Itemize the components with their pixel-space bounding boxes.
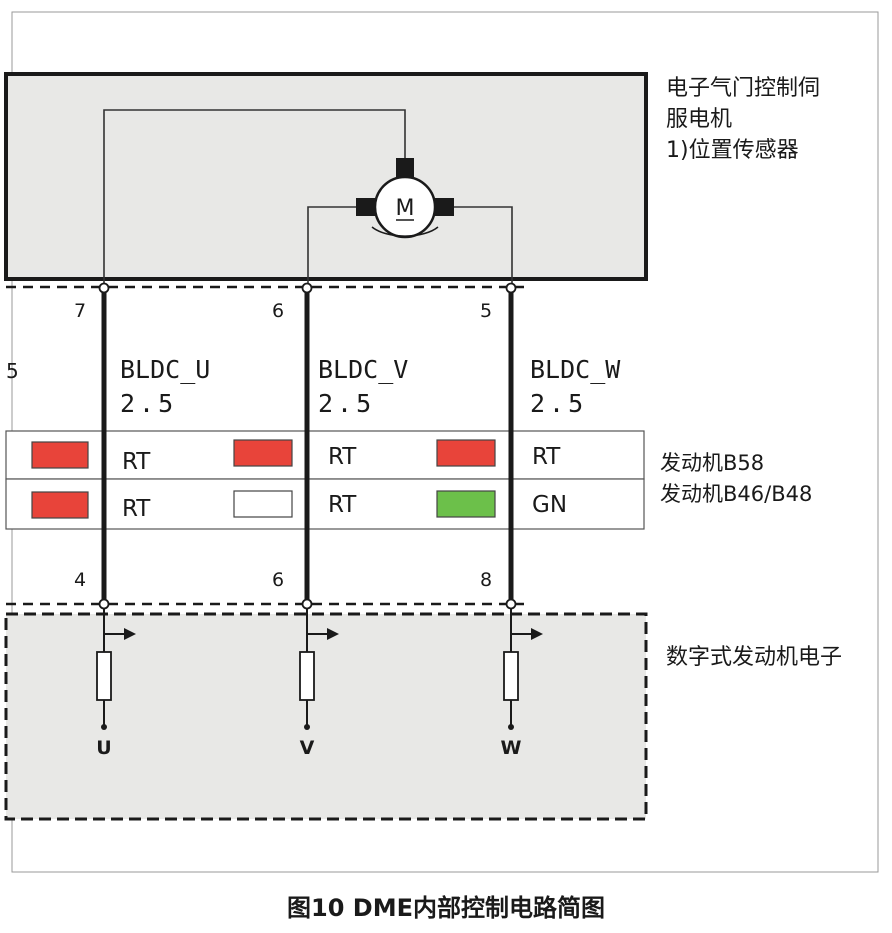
bottom-pin-u: 4 <box>74 569 86 591</box>
bottom-pin-v: 6 <box>272 569 284 591</box>
swatch-v-b46 <box>233 490 293 518</box>
resistor-u <box>96 651 112 701</box>
wire-name-w: BLDC_W <box>530 355 621 384</box>
wire-color-u-b58: RT <box>122 449 151 475</box>
resistor-v <box>299 651 315 701</box>
figure-caption: 图10 DME内部控制电路简图 <box>287 894 605 922</box>
bottom-pin-w: 8 <box>480 569 492 591</box>
engine-row-b46-label: 发动机B46/B48 <box>660 482 812 506</box>
harness-wires <box>101 287 514 604</box>
wire-color-u-b46: RT <box>122 496 151 522</box>
wire-size-u: 2.5 <box>120 389 177 418</box>
motor-symbol-label: M <box>396 196 415 221</box>
resistor-w <box>503 651 519 701</box>
pin-top-u <box>98 282 110 294</box>
motor-top-terminal <box>396 158 414 178</box>
motor-right-terminal <box>434 198 454 216</box>
pin-top-w <box>505 282 517 294</box>
wire-color-w-b58: RT <box>532 444 561 470</box>
wire-color-v-b58: RT <box>328 444 357 470</box>
left-swatch-b46 <box>31 491 89 519</box>
pin-bottom-u <box>98 598 110 610</box>
left-swatch-b58 <box>31 441 89 469</box>
swatch-w-b46 <box>436 490 496 518</box>
wire-name-v: BLDC_V <box>318 355 408 384</box>
pin-top-v <box>301 282 313 294</box>
servo-motor-box <box>4 72 648 281</box>
component-label-line3: 1)位置传感器 <box>666 138 799 163</box>
ecu-channel-w: W <box>501 608 543 759</box>
pin-bottom-v <box>301 598 313 610</box>
motor-internal-wiring <box>103 109 513 285</box>
connector-pins <box>98 282 517 610</box>
terminal-label-w: W <box>501 737 522 759</box>
engine-row-b58-label: 发动机B58 <box>660 451 764 475</box>
wire-size-w: 2.5 <box>530 389 587 418</box>
component-label-line2: 服电机 <box>666 107 732 132</box>
motor-circle <box>373 175 437 239</box>
terminal-label-v: V <box>300 737 315 759</box>
motor-rotation-arc <box>371 226 439 237</box>
ecu-box <box>4 612 648 821</box>
color-table-row-b46 <box>5 478 645 530</box>
wire-size-v: 2.5 <box>318 389 375 418</box>
top-pin-v: 6 <box>272 300 284 322</box>
wire-color-w-b46: GN <box>532 492 567 518</box>
ecu-label: 数字式发动机电子 <box>666 645 842 670</box>
pin-bottom-w <box>505 598 517 610</box>
swatch-w-b58 <box>436 439 496 467</box>
wire-color-v-b46: RT <box>328 492 357 518</box>
ecu-channel-u: U <box>96 608 136 759</box>
edge-pin-label: 5 <box>6 359 19 383</box>
top-pin-u: 7 <box>74 300 86 322</box>
motor-symbol: M <box>356 158 454 239</box>
motor-left-terminal <box>356 198 376 216</box>
terminal-label-u: U <box>96 737 111 759</box>
component-label-line1: 电子气门控制伺 <box>666 76 820 101</box>
wire-name-u: BLDC_U <box>120 355 210 384</box>
swatch-v-b58 <box>233 439 293 467</box>
wire-color-table: RT RT RT RT RT GN <box>5 430 645 530</box>
top-pin-w: 5 <box>480 300 492 322</box>
ecu-channel-v: V <box>299 608 339 759</box>
color-table-row-b58 <box>5 430 645 480</box>
